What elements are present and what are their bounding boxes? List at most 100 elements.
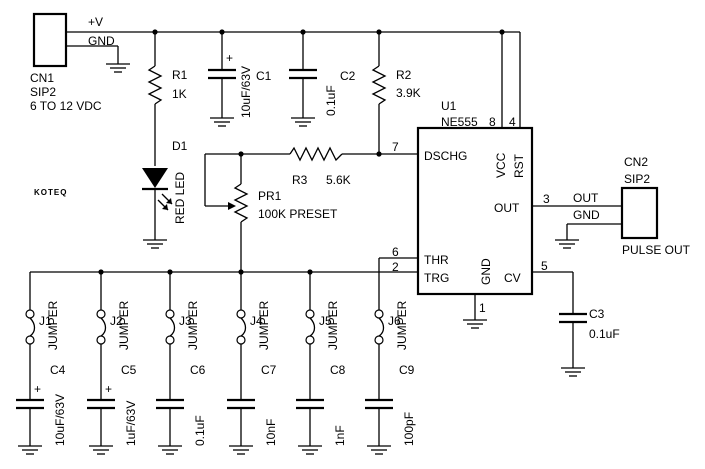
d1-led: D1 RED LED xyxy=(142,139,188,249)
c1-value: 10uF/63V xyxy=(239,66,253,118)
jumper-pin-bottom xyxy=(236,335,246,345)
cn2-out-label: OUT xyxy=(573,191,599,205)
capacitor-name: C6 xyxy=(190,363,206,377)
pr1-name: PR1 xyxy=(258,189,282,203)
d1-value: RED LED xyxy=(173,172,187,224)
cn2-body xyxy=(620,186,659,240)
ic-trg-label: TRG xyxy=(424,271,449,285)
ic-gnd-label: GND xyxy=(479,258,493,285)
jumper-name: J4 xyxy=(250,314,263,328)
ic-dschg-label: DSCHG xyxy=(424,149,467,163)
pr1-value: 100K PRESET xyxy=(258,207,338,221)
c2-value: 0.1uF xyxy=(324,85,338,116)
ic-out-label: OUT xyxy=(494,201,520,215)
c2-name: C2 xyxy=(340,69,356,83)
jumper-link xyxy=(240,317,247,337)
c3-value: 0.1uF xyxy=(589,327,620,341)
ic-thr-label: THR xyxy=(424,253,449,267)
jumper-pin-top xyxy=(236,309,246,319)
r3-value: 5.6K xyxy=(326,173,351,187)
thr-trg-wiring: 6 2 xyxy=(30,245,418,274)
koteq-logo: KOTEQ xyxy=(34,188,67,197)
capacitor-plus-mark: + xyxy=(105,382,112,396)
ic-cv-label: CV xyxy=(504,271,521,285)
cn1-name: CN1 xyxy=(30,71,54,85)
r1-name: R1 xyxy=(172,68,188,82)
pr1-preset: PR1 100K PRESET xyxy=(204,154,338,272)
jumper-name: J2 xyxy=(110,314,123,328)
jumper-pin-top xyxy=(305,309,315,319)
jumper-link xyxy=(309,317,316,337)
jumper-link xyxy=(100,317,107,337)
capacitor-value: 1uF/63V xyxy=(124,401,138,446)
cn1-body xyxy=(32,12,68,68)
u1-ne555-ic: U1 NE555 8 4 7 DSCHG VCC RST OUT THR TRG… xyxy=(392,99,534,296)
jumper-label: JUMPER xyxy=(326,300,340,350)
cn2-name: CN2 xyxy=(624,155,648,169)
c1-name: C1 xyxy=(256,69,272,83)
jumper-pin-top xyxy=(96,309,106,319)
pulse-out-label: PULSE OUT xyxy=(622,243,691,257)
c2-capacitor: C2 0.1uF xyxy=(289,32,356,127)
capacitor-value: 1nF xyxy=(333,425,347,446)
r2-value: 3.9K xyxy=(396,86,421,100)
supply-plus-label: +V xyxy=(88,15,103,29)
capacitor-name: C4 xyxy=(50,363,66,377)
cn1-gnd-label: GND xyxy=(88,34,115,48)
jumper-name: J1 xyxy=(39,314,52,328)
cn2-connector: 3 OUT GND CN2 SIP2 PULSE OUT xyxy=(532,155,691,257)
r3-resistor: R3 5.6K xyxy=(205,146,418,187)
u1-name: U1 xyxy=(441,99,457,113)
jumper-label: JUMPER xyxy=(117,300,131,350)
jumper-name: J5 xyxy=(319,314,332,328)
capacitor-name: C7 xyxy=(261,363,277,377)
jumper-name: J3 xyxy=(179,314,192,328)
cn1-type: SIP2 xyxy=(30,85,56,99)
c1-capacitor: + C1 10uF/63V xyxy=(208,32,272,127)
jumper-link xyxy=(29,317,36,337)
capacitor-name: C8 xyxy=(330,363,346,377)
cn1-supply-range: 6 TO 12 VDC xyxy=(30,99,102,113)
c3-name: C3 xyxy=(589,307,605,321)
ic-ground-pin: 1 xyxy=(463,294,487,329)
jumper-label: JUMPER xyxy=(257,300,271,350)
jumper-pin-bottom xyxy=(305,335,315,345)
c3-capacitor: 5 C3 0.1uF xyxy=(532,259,620,377)
jumper-pin-bottom xyxy=(25,335,35,345)
jumper-pin-top xyxy=(374,309,384,319)
jumper-pin-top xyxy=(25,309,35,319)
cn2-type: SIP2 xyxy=(624,172,650,186)
pin-1-number: 1 xyxy=(479,301,486,315)
r2-name: R2 xyxy=(396,68,412,82)
pin-4-number: 4 xyxy=(509,115,516,129)
jumper-pin-top xyxy=(165,309,175,319)
r1-resistor: R1 1K xyxy=(147,32,188,166)
jumper-pin-bottom xyxy=(96,335,106,345)
cn1-connector: +V GND CN1 SIP2 6 TO 12 VDC xyxy=(30,12,155,113)
capacitor-name: C9 xyxy=(399,363,415,377)
pin-3-number: 3 xyxy=(543,192,550,206)
capacitor-value: 0.1uF xyxy=(193,415,207,446)
pin-7-number: 7 xyxy=(392,140,399,154)
pin-2-number: 2 xyxy=(392,260,399,274)
pin-6-number: 6 xyxy=(392,245,399,259)
r1-value: 1K xyxy=(172,87,187,101)
jumper-link xyxy=(169,317,176,337)
jumper-pin-bottom xyxy=(165,335,175,345)
capacitor-plus-mark: + xyxy=(34,382,41,396)
jumper-name: J6 xyxy=(388,314,401,328)
jumper-pin-bottom xyxy=(374,335,384,345)
capacitor-value: 10nF xyxy=(264,419,278,446)
d1-name: D1 xyxy=(172,139,188,153)
capacitor-value: 100pF xyxy=(402,412,416,446)
jumper-link xyxy=(378,317,385,337)
ic-vcc-label: VCC xyxy=(494,152,508,178)
pin-8-number: 8 xyxy=(489,115,496,129)
